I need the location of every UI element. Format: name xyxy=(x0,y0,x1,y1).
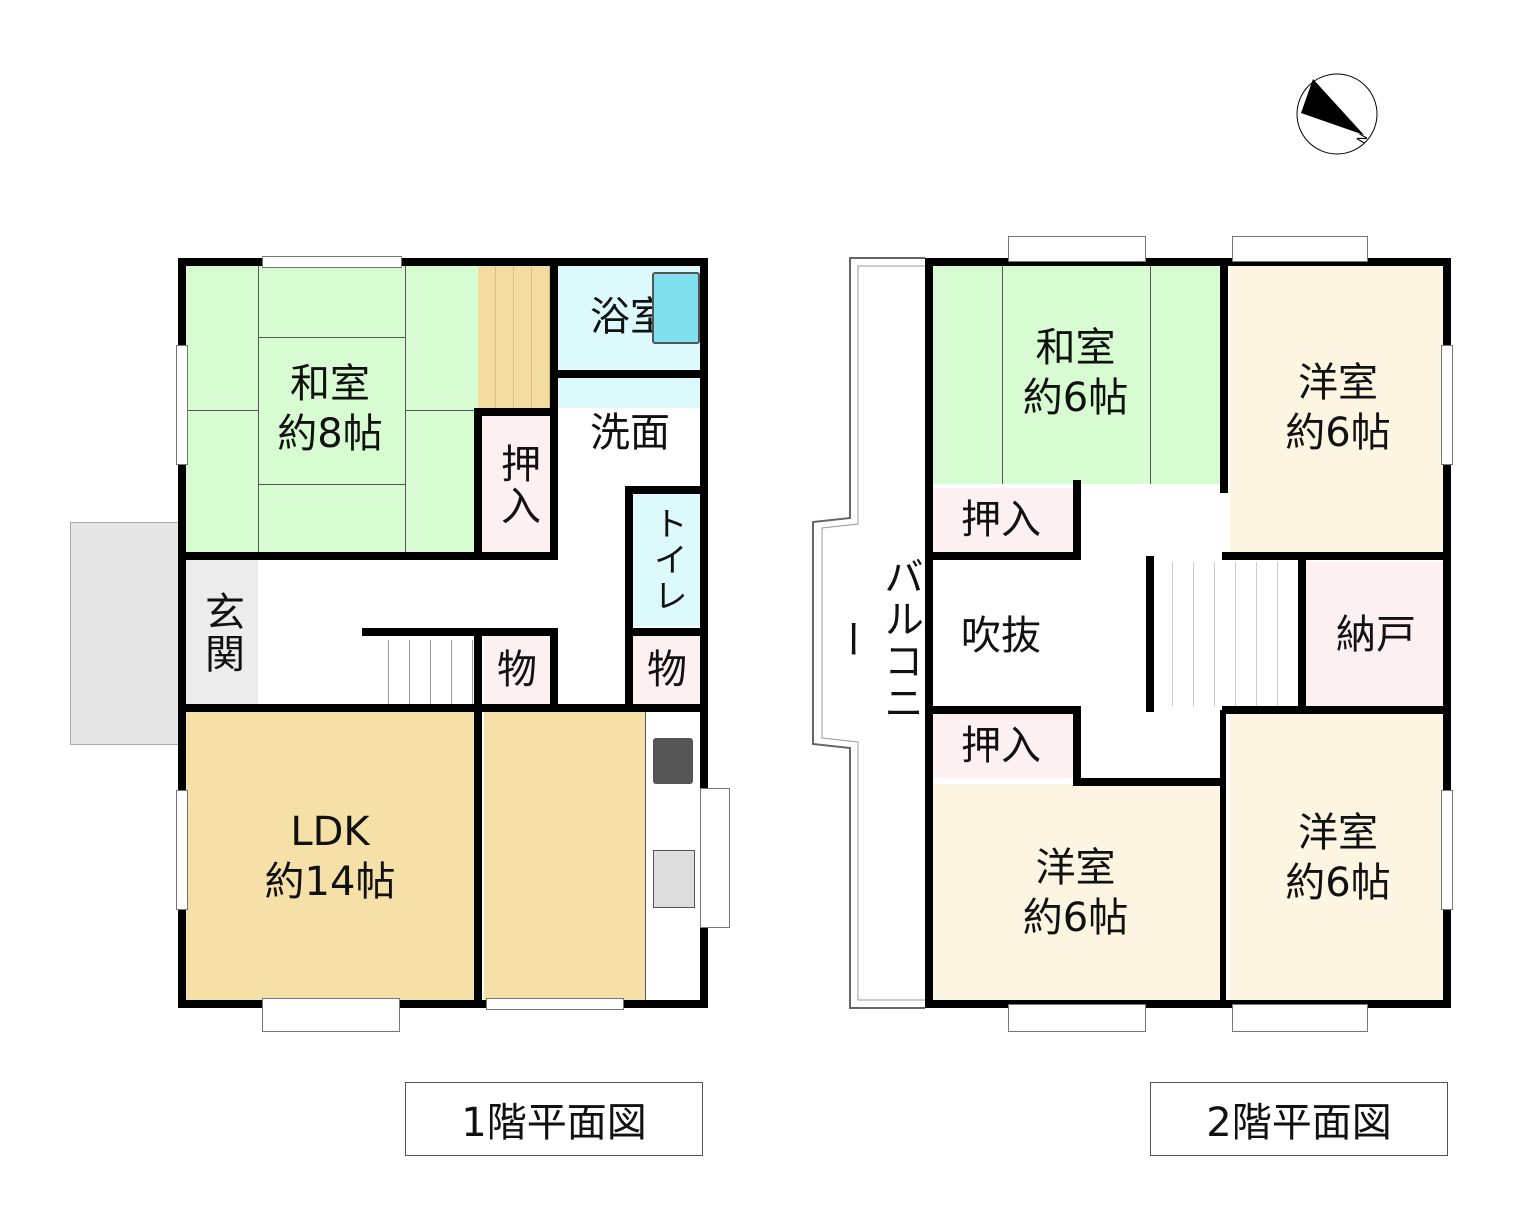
stairs xyxy=(368,640,474,706)
closet-upper xyxy=(478,262,550,412)
dining-area xyxy=(484,712,645,1002)
room-yoshitsu-se: 洋室 約6帖 xyxy=(1230,714,1446,1002)
room-ldk: LDK 約14帖 xyxy=(182,712,478,1002)
sink-icon xyxy=(653,850,695,908)
room-storage-1: 物 xyxy=(484,636,550,704)
floor1-caption: 1階平面図 xyxy=(405,1082,703,1156)
balcony-outline xyxy=(812,257,925,1009)
room-oshiire-1: 押入 xyxy=(929,488,1073,552)
room-oshiire: 押入 xyxy=(482,416,552,554)
room-storage-2: 物 xyxy=(633,636,701,704)
balcony-label: バルコニー xyxy=(827,556,923,724)
stove-icon xyxy=(653,738,693,784)
stairs xyxy=(1152,562,1300,706)
room-washitsu-8: 和室 約8帖 xyxy=(182,262,478,556)
room-washroom: 洗面 xyxy=(557,378,703,488)
room-yoshitsu-s: 洋室 約6帖 xyxy=(929,784,1222,1002)
room-toilet: トイレ xyxy=(633,494,701,626)
bathtub-icon xyxy=(652,272,700,344)
room-washitsu-6: 和室 約6帖 xyxy=(929,262,1222,484)
floor2-caption: 2階平面図 xyxy=(1150,1082,1448,1156)
room-yoshitsu-ne: 洋室 約6帖 xyxy=(1230,262,1446,554)
room-entrance: 玄関 xyxy=(184,560,258,706)
room-nando: 納戸 xyxy=(1306,562,1446,708)
north-arrow-icon: N xyxy=(1296,73,1378,155)
room-fukinuke: 吹抜 xyxy=(929,564,1073,708)
porch xyxy=(70,522,180,745)
room-oshiire-2: 押入 xyxy=(929,714,1073,778)
